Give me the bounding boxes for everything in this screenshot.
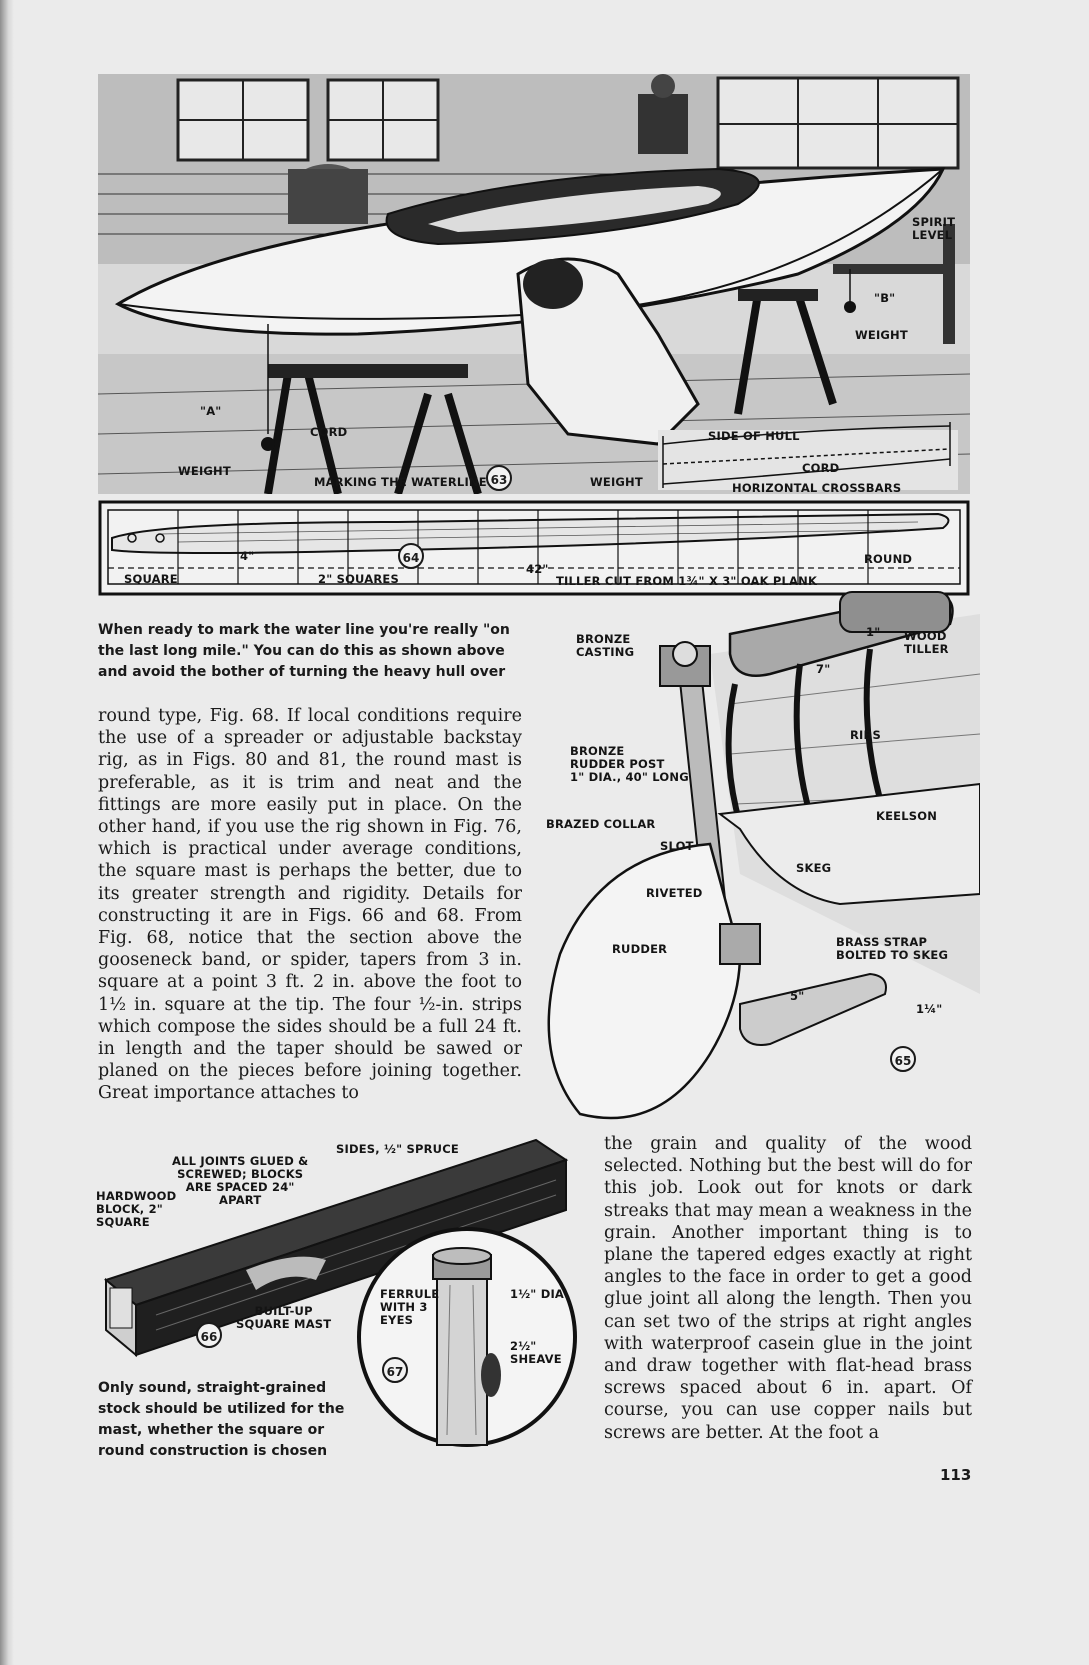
fig63-label-marking: MARKING THE WATERLINE [314,475,487,489]
fig67-number: 67 [382,1357,408,1383]
fig65-label-brass-strap: BRASS STRAP BOLTED TO SKEG [836,935,949,962]
fig65-illustration [540,574,980,1134]
fig66-number: 66 [196,1322,222,1348]
fig63-illustration [98,74,970,494]
fig63-label-weight-right: WEIGHT [855,328,908,342]
fig67-label-ferrule: FERRULE WITH 3 EYES [380,1287,440,1327]
fig64-drawing [98,500,970,596]
fig65-label-five: 5" [790,989,805,1003]
fig64-label-four: 4" [240,549,255,563]
fig66-drawing [103,1138,569,1358]
fig66-label-sides: SIDES, ½" SPRUCE [336,1142,459,1156]
fig65-label-skeg: SKEG [796,861,832,875]
caption-fig63: When ready to mark the water line you're… [98,622,510,680]
page-number: 113 [940,1466,972,1484]
fig65-label-keelson: KEELSON [876,809,938,823]
paragraph-right-column: the grain and quality of the wood select… [604,1134,972,1443]
fig64-illustration [98,500,970,596]
fig64-label-square: SQUARE [124,572,178,586]
paragraph-left-column: round type, Fig. 68. If local conditions… [98,706,522,1104]
fig65-label-one: 1" [866,625,881,639]
fig67-illustration [355,1225,580,1450]
fig65-number: 65 [890,1046,916,1072]
fig67-label-dia: 1½" DIA. [510,1287,569,1301]
fig66-label-all-joints: ALL JOINTS GLUED & SCREWED; BLOCKS ARE S… [172,1154,309,1207]
fig64-label-tiller-cut: TILLER CUT FROM 1¾" X 3" OAK PLANK [556,574,818,588]
fig66-label-built-up: BUILT-UP SQUARE MAST [236,1304,332,1331]
fig65-label-brazed-collar: BRAZED COLLAR [546,817,656,831]
fig64-label-two-squares: 2" SQUARES [318,572,399,586]
caption-fig66-67: Only sound, straight-grained stock shoul… [98,1380,345,1459]
fig65-drawing [547,591,980,1120]
fig64-label-fortytwo: 42" [526,562,549,576]
fig66-illustration [96,1130,576,1380]
fig65-label-seven: 7" [816,662,831,676]
fig63-label-a: "A" [200,404,222,418]
fig66-label-hardwood: HARDWOOD BLOCK, 2" SQUARE [96,1189,177,1229]
fig63-label-cord-small: CORD [802,461,840,475]
fig64-number: 64 [398,543,424,569]
fig65-label-riveted: RIVETED [646,886,703,900]
fig63-label-side-of-hull: SIDE OF HULL [708,429,800,443]
fig63-drawing [98,74,970,494]
fig65-label-bronze-casting: BRONZE CASTING [576,632,635,659]
fig67-drawing [357,1227,577,1447]
fig65-label-wood-tiller: WOOD TILLER [904,629,949,656]
fig65-label-slot: SLOT [660,839,694,853]
fig65-label-ribs: RIBS [850,728,881,742]
fig65-label-rudder: RUDDER [612,942,668,956]
fig63-label-weight-left: WEIGHT [178,464,231,478]
fig65-label-one-quarter: 1¼" [916,1002,943,1016]
page-gutter-shadow [0,0,14,1665]
fig64-label-round: ROUND [864,552,913,566]
fig63-label-b: "B" [874,291,896,305]
fig63-number: 63 [486,465,512,491]
fig63-label-cord: CORD [310,425,348,439]
fig63-label-crossbars: HORIZONTAL CROSSBARS [732,481,902,495]
fig65-label-bronze-rudder-post: BRONZE RUDDER POST 1" DIA., 40" LONG [570,744,689,784]
fig67-label-sheave: 2½" SHEAVE [510,1339,562,1366]
fig63-label-spirit-level: SPIRIT LEVEL [912,215,956,242]
fig63-label-weight-small: WEIGHT [590,475,643,489]
